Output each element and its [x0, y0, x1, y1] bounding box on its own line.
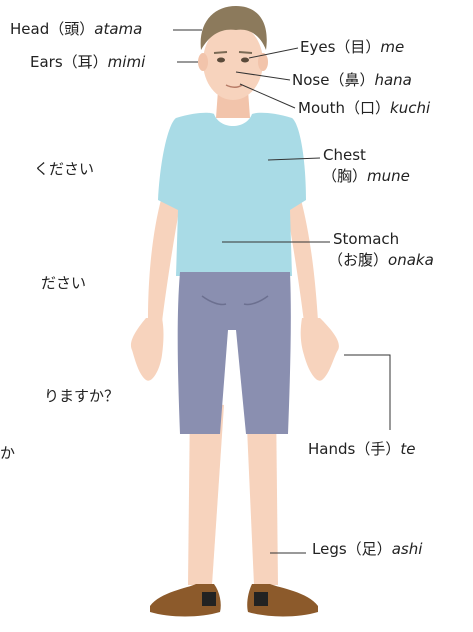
label-nose: Nose（鼻）hana	[292, 71, 412, 89]
shirt	[158, 113, 306, 276]
label-stomach-en: Stomach	[333, 230, 399, 248]
shorts	[178, 272, 291, 434]
label-mouth: Mouth（口）kuchi	[298, 99, 430, 117]
label-hands: Hands（手）te	[308, 440, 415, 458]
label-ears: Ears（耳）mimi	[30, 53, 145, 71]
label-stomach-jp: （お腹）onaka	[328, 251, 434, 269]
label-legs: Legs（足）ashi	[312, 540, 422, 558]
label-chest-en: Chest	[323, 146, 366, 164]
label-chest-jp: （胸）mune	[322, 167, 410, 185]
right-hand	[301, 318, 339, 381]
left-hand	[131, 318, 164, 381]
left-arm	[148, 196, 180, 322]
label-head: Head（頭）atama	[10, 20, 142, 38]
label-eyes: Eyes（目）me	[300, 38, 404, 56]
